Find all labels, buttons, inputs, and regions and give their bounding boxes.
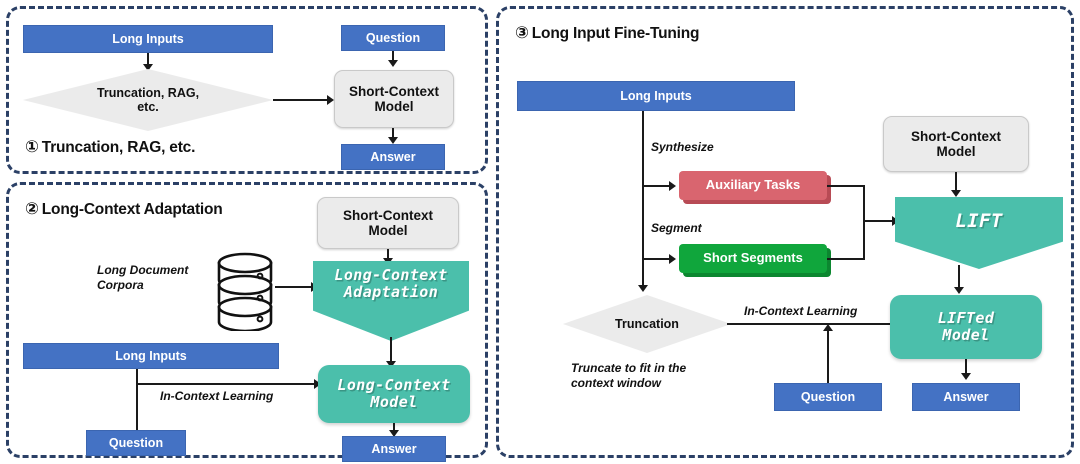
node-lifted-model: LIFTed Model — [890, 295, 1042, 359]
arrowhead-right — [669, 254, 676, 264]
connector-adaptation-to-model — [390, 337, 392, 363]
short-context-model-line-1: Short-Context — [911, 128, 1001, 144]
connector-model-to-answer — [393, 423, 395, 432]
node-short-segments: Short Segments — [679, 244, 827, 273]
label-truncate-note: Truncate to fit in the context window — [571, 361, 721, 391]
node-short-context-model: Short-Context Model — [334, 70, 454, 128]
panel-1-number: ① — [25, 137, 39, 156]
truncate-note-line-1: Truncate to fit in the — [571, 361, 687, 375]
label-long-document-corpora: Long Document Corpora — [97, 263, 188, 293]
node-long-context-adaptation: Long-Context Adaptation — [313, 261, 469, 341]
connector-to-auxiliary-tasks — [642, 185, 672, 187]
arrowhead-down — [386, 361, 396, 368]
lifted-model-line-1: LIFTed — [937, 309, 995, 328]
decision-truncation-rag: Truncation, RAG, etc. — [23, 69, 273, 131]
short-context-model-line-1: Short-Context — [349, 83, 439, 99]
connector-corpora-to-adaptation — [275, 286, 313, 288]
panel-2-title-text: Long-Context Adaptation — [41, 201, 223, 218]
short-context-model-line-1: Short-Context — [343, 207, 433, 223]
panel-3-number: ③ — [515, 23, 529, 42]
node-short-context-model: Short-Context Model — [317, 197, 459, 249]
short-context-model-line-2: Model — [368, 223, 408, 238]
long-context-model-line-1: Long-Context — [337, 376, 451, 395]
connector-long-inputs-question-bus — [136, 369, 138, 430]
node-auxiliary-tasks: Auxiliary Tasks — [679, 171, 827, 200]
long-context-model-line-2: Model — [370, 393, 418, 411]
label-segment: Segment — [651, 221, 702, 235]
connector-long-inputs-to-decision — [147, 53, 149, 66]
arrowhead-right — [669, 181, 676, 191]
panel-2-number: ② — [25, 199, 39, 218]
corpora-line-1: Long Document — [97, 263, 189, 277]
connector-model-to-answer — [392, 128, 394, 139]
connector-inputs-to-long-context-model — [136, 383, 318, 385]
arrowhead-down — [388, 60, 398, 67]
node-question: Question — [341, 25, 445, 51]
node-lift: LIFT — [895, 197, 1063, 269]
connector-auxiliary-to-bus — [827, 185, 865, 187]
adaptation-line-1: Long-Context — [334, 266, 448, 284]
truncate-note-line-2: context window — [571, 376, 661, 390]
arrowhead-up — [823, 324, 833, 331]
corpora-line-2: Corpora — [97, 278, 144, 292]
panel-1-title-text: Truncation, RAG, etc. — [41, 139, 196, 156]
connector-bus-to-lift — [863, 220, 895, 222]
decision-line-2: etc. — [137, 100, 159, 114]
node-long-inputs: Long Inputs — [517, 81, 795, 111]
connector-decision-to-model — [273, 99, 329, 101]
node-answer: Answer — [342, 436, 446, 462]
arrowhead-down — [961, 373, 971, 380]
panel-3-title-text: Long Input Fine-Tuning — [531, 25, 700, 42]
node-question: Question — [774, 383, 882, 411]
node-question: Question — [86, 430, 186, 456]
connector-model-to-lift — [955, 172, 957, 193]
label-in-context-learning: In-Context Learning — [744, 304, 858, 318]
connector-merge-bus — [863, 185, 865, 260]
arrowhead-down — [143, 64, 153, 71]
arrowhead-down — [389, 430, 399, 437]
node-answer: Answer — [341, 144, 445, 170]
arrowhead-down — [388, 137, 398, 144]
arrowhead-right — [327, 95, 334, 105]
connector-question-to-model — [392, 51, 394, 62]
connector-lifted-model-to-answer — [965, 359, 967, 375]
connector-to-short-segments — [642, 258, 672, 260]
arrowhead-down — [954, 287, 964, 294]
arrowhead-right — [314, 379, 321, 389]
connector-question-to-line — [827, 331, 829, 383]
label-in-context-learning: In-Context Learning — [160, 389, 274, 403]
panel-truncation-rag: Long Inputs Truncation, RAG, etc. Questi… — [6, 6, 488, 174]
node-short-context-model: Short-Context Model — [883, 116, 1029, 172]
lift-label: LIFT — [955, 210, 1003, 232]
lifted-model-line-2: Model — [942, 326, 990, 344]
connector-long-inputs-bus — [642, 111, 644, 289]
decision-truncation: Truncation — [563, 295, 731, 353]
connector-segments-to-bus — [827, 258, 865, 260]
decision-line-1: Truncation, RAG, — [96, 85, 200, 100]
arrowhead-down — [951, 190, 961, 197]
adaptation-line-2: Adaptation — [343, 282, 439, 301]
node-answer: Answer — [912, 383, 1020, 411]
database-icon — [214, 249, 276, 336]
short-context-model-line-2: Model — [374, 99, 414, 114]
short-context-model-line-2: Model — [936, 144, 976, 159]
node-long-context-model: Long-Context Model — [318, 365, 470, 423]
arrowhead-down — [638, 285, 648, 292]
connector-model-to-adaptation — [387, 249, 389, 260]
node-long-inputs: Long Inputs — [23, 25, 273, 53]
connector-lift-to-lifted-model — [958, 265, 960, 289]
label-synthesize: Synthesize — [651, 140, 714, 154]
node-long-inputs: Long Inputs — [23, 343, 279, 369]
